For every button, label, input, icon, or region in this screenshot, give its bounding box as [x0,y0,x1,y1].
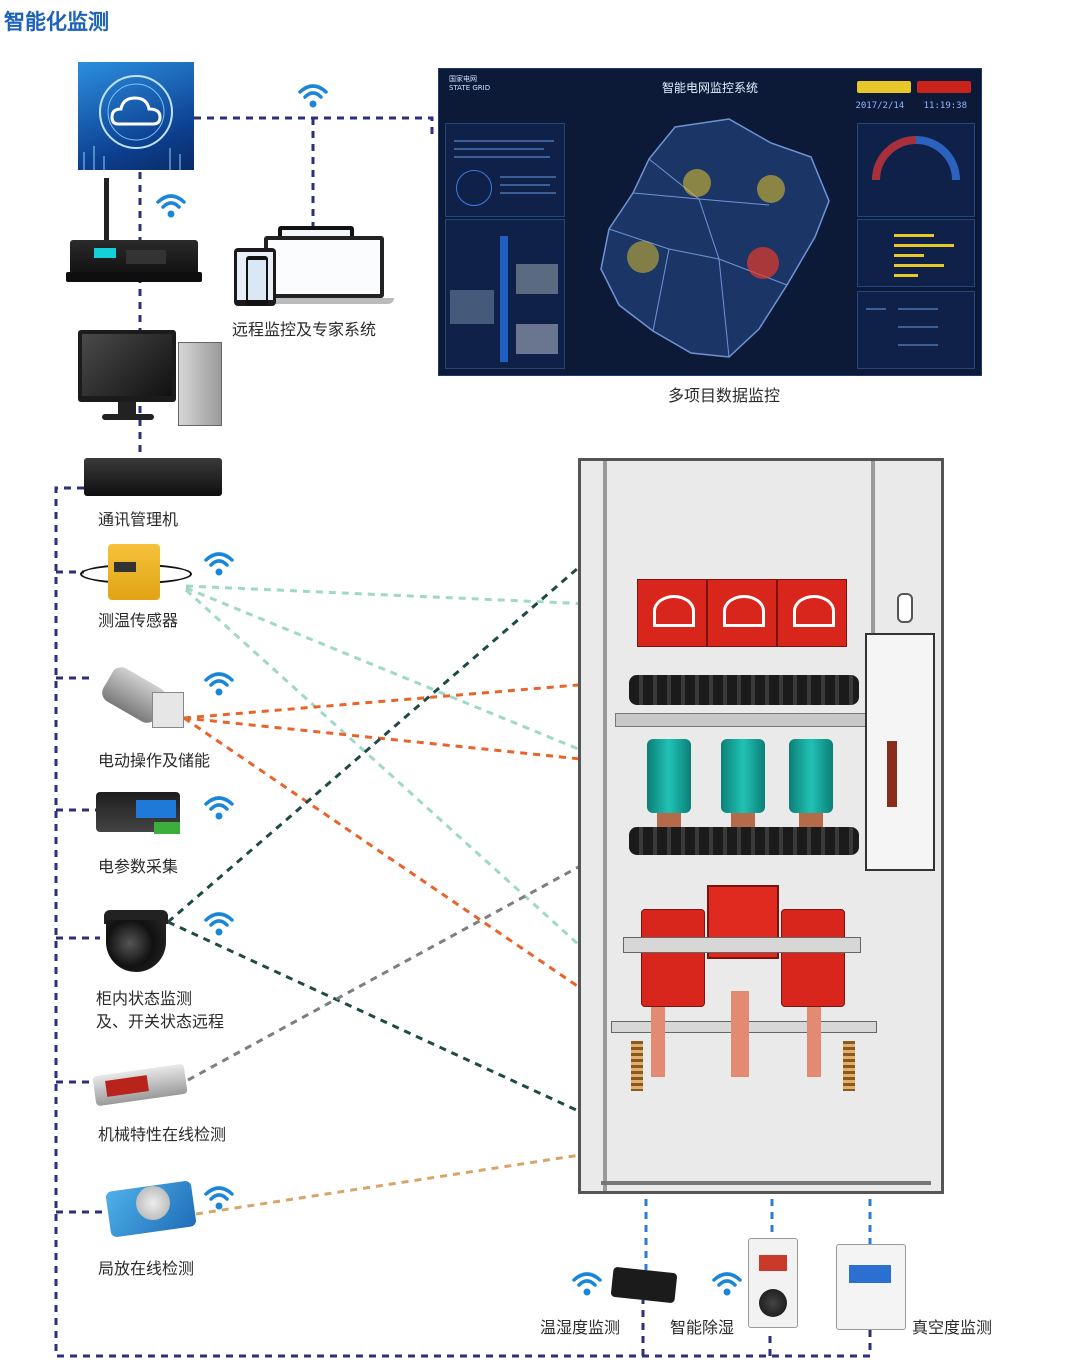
grid-monitoring-screen: 国家电网 STATE GRID 智能电网监控系统 2017/2/14 11:19… [438,68,982,376]
link-cam-2 [167,920,599,1122]
vacuum-label: 真空度监测 [912,1318,993,1337]
remote-devices-image [234,226,394,308]
wifi-icon [156,194,186,218]
alert-badge-yellow [857,81,911,93]
dome-camera-device [100,908,172,976]
switchgear-cabinet [578,458,944,1194]
vacuum-interrupter-2 [721,739,765,813]
motor-op-label: 电动操作及储能 [98,751,211,770]
elec-param-label: 电参数采集 [98,857,179,876]
wifi-icon [204,1186,234,1210]
comm-manager-device [84,458,222,496]
state-grid-logo: 国家电网 STATE GRID [449,75,490,93]
alert-badge-red [917,81,971,93]
pd-sensor-device [105,1176,198,1238]
remote-monitoring-label: 远程监控及专家系统 [232,320,377,339]
pd-label: 局放在线检测 [98,1259,195,1278]
vacuum-interrupter-1 [647,739,691,813]
cloud-server-image [78,62,194,170]
wifi-icon [204,796,234,820]
insulator-row-bottom [629,827,859,855]
wireless-controller-device [66,178,202,298]
wifi-icon [298,84,328,108]
link-motor-3 [183,716,637,1028]
logo-en: STATE GRID [449,84,491,92]
link-temp-3 [184,588,642,1002]
desktop-computer-image [78,330,222,426]
wifi-icon [204,672,234,696]
link-temp-1 [185,584,637,608]
elec-param-device [96,782,182,838]
vacuum-interrupter-3 [789,739,833,813]
insulator-row-top [629,675,859,705]
multi-project-label: 多项目数据监控 [668,386,781,405]
mech-sensor-device [92,1062,190,1107]
current-transformer-2 [781,909,845,1007]
page-title: 智能化监测 [4,10,109,34]
dehumid-label: 智能除湿 [670,1318,735,1337]
screen-datetime: 2017/2/14 11:19:38 [855,101,967,111]
left-timeline-panel [445,219,565,369]
wifi-icon [572,1272,602,1296]
link-temp-2 [185,586,611,764]
cabinet-status-label-2: 及、开关状态远程 [96,1012,225,1031]
left-info-panel [445,123,565,217]
wifi-icon [712,1272,742,1296]
link-cam-1 [167,516,637,924]
temp-sensor-label: 测温传感器 [98,611,179,630]
wifi-icon [204,912,234,936]
motor-device [94,663,186,728]
screen-date: 2017/2/14 [855,101,905,111]
screen-title: 智能电网监控系统 [661,81,758,95]
gauge-icon [872,136,960,181]
vacuum-monitor-device [836,1244,906,1330]
screen-time: 11:19:38 [923,101,967,111]
right-gauge-panel [857,123,975,217]
wifi-icon [204,552,234,576]
cloud-icon [83,75,181,170]
province-map [600,118,830,358]
right-status-panel [857,291,975,369]
temp-sensor-device [80,544,192,600]
link-mech [187,850,607,1082]
temp-humid-label: 温湿度监测 [540,1318,621,1337]
bus-cloud-right [194,116,434,140]
right-bars-panel [857,219,975,287]
cabinet-status-label-1: 柜内状态监测 [96,989,193,1008]
current-transformer-1 [641,909,705,1007]
operating-mechanism [865,633,935,871]
mech-char-label: 机械特性在线检测 [98,1125,227,1144]
comm-manager-label: 通讯管理机 [98,510,179,529]
dehumidifier-device [748,1238,798,1328]
logo-cn: 国家电网 [449,75,477,83]
bus-left-loop [54,486,872,1358]
